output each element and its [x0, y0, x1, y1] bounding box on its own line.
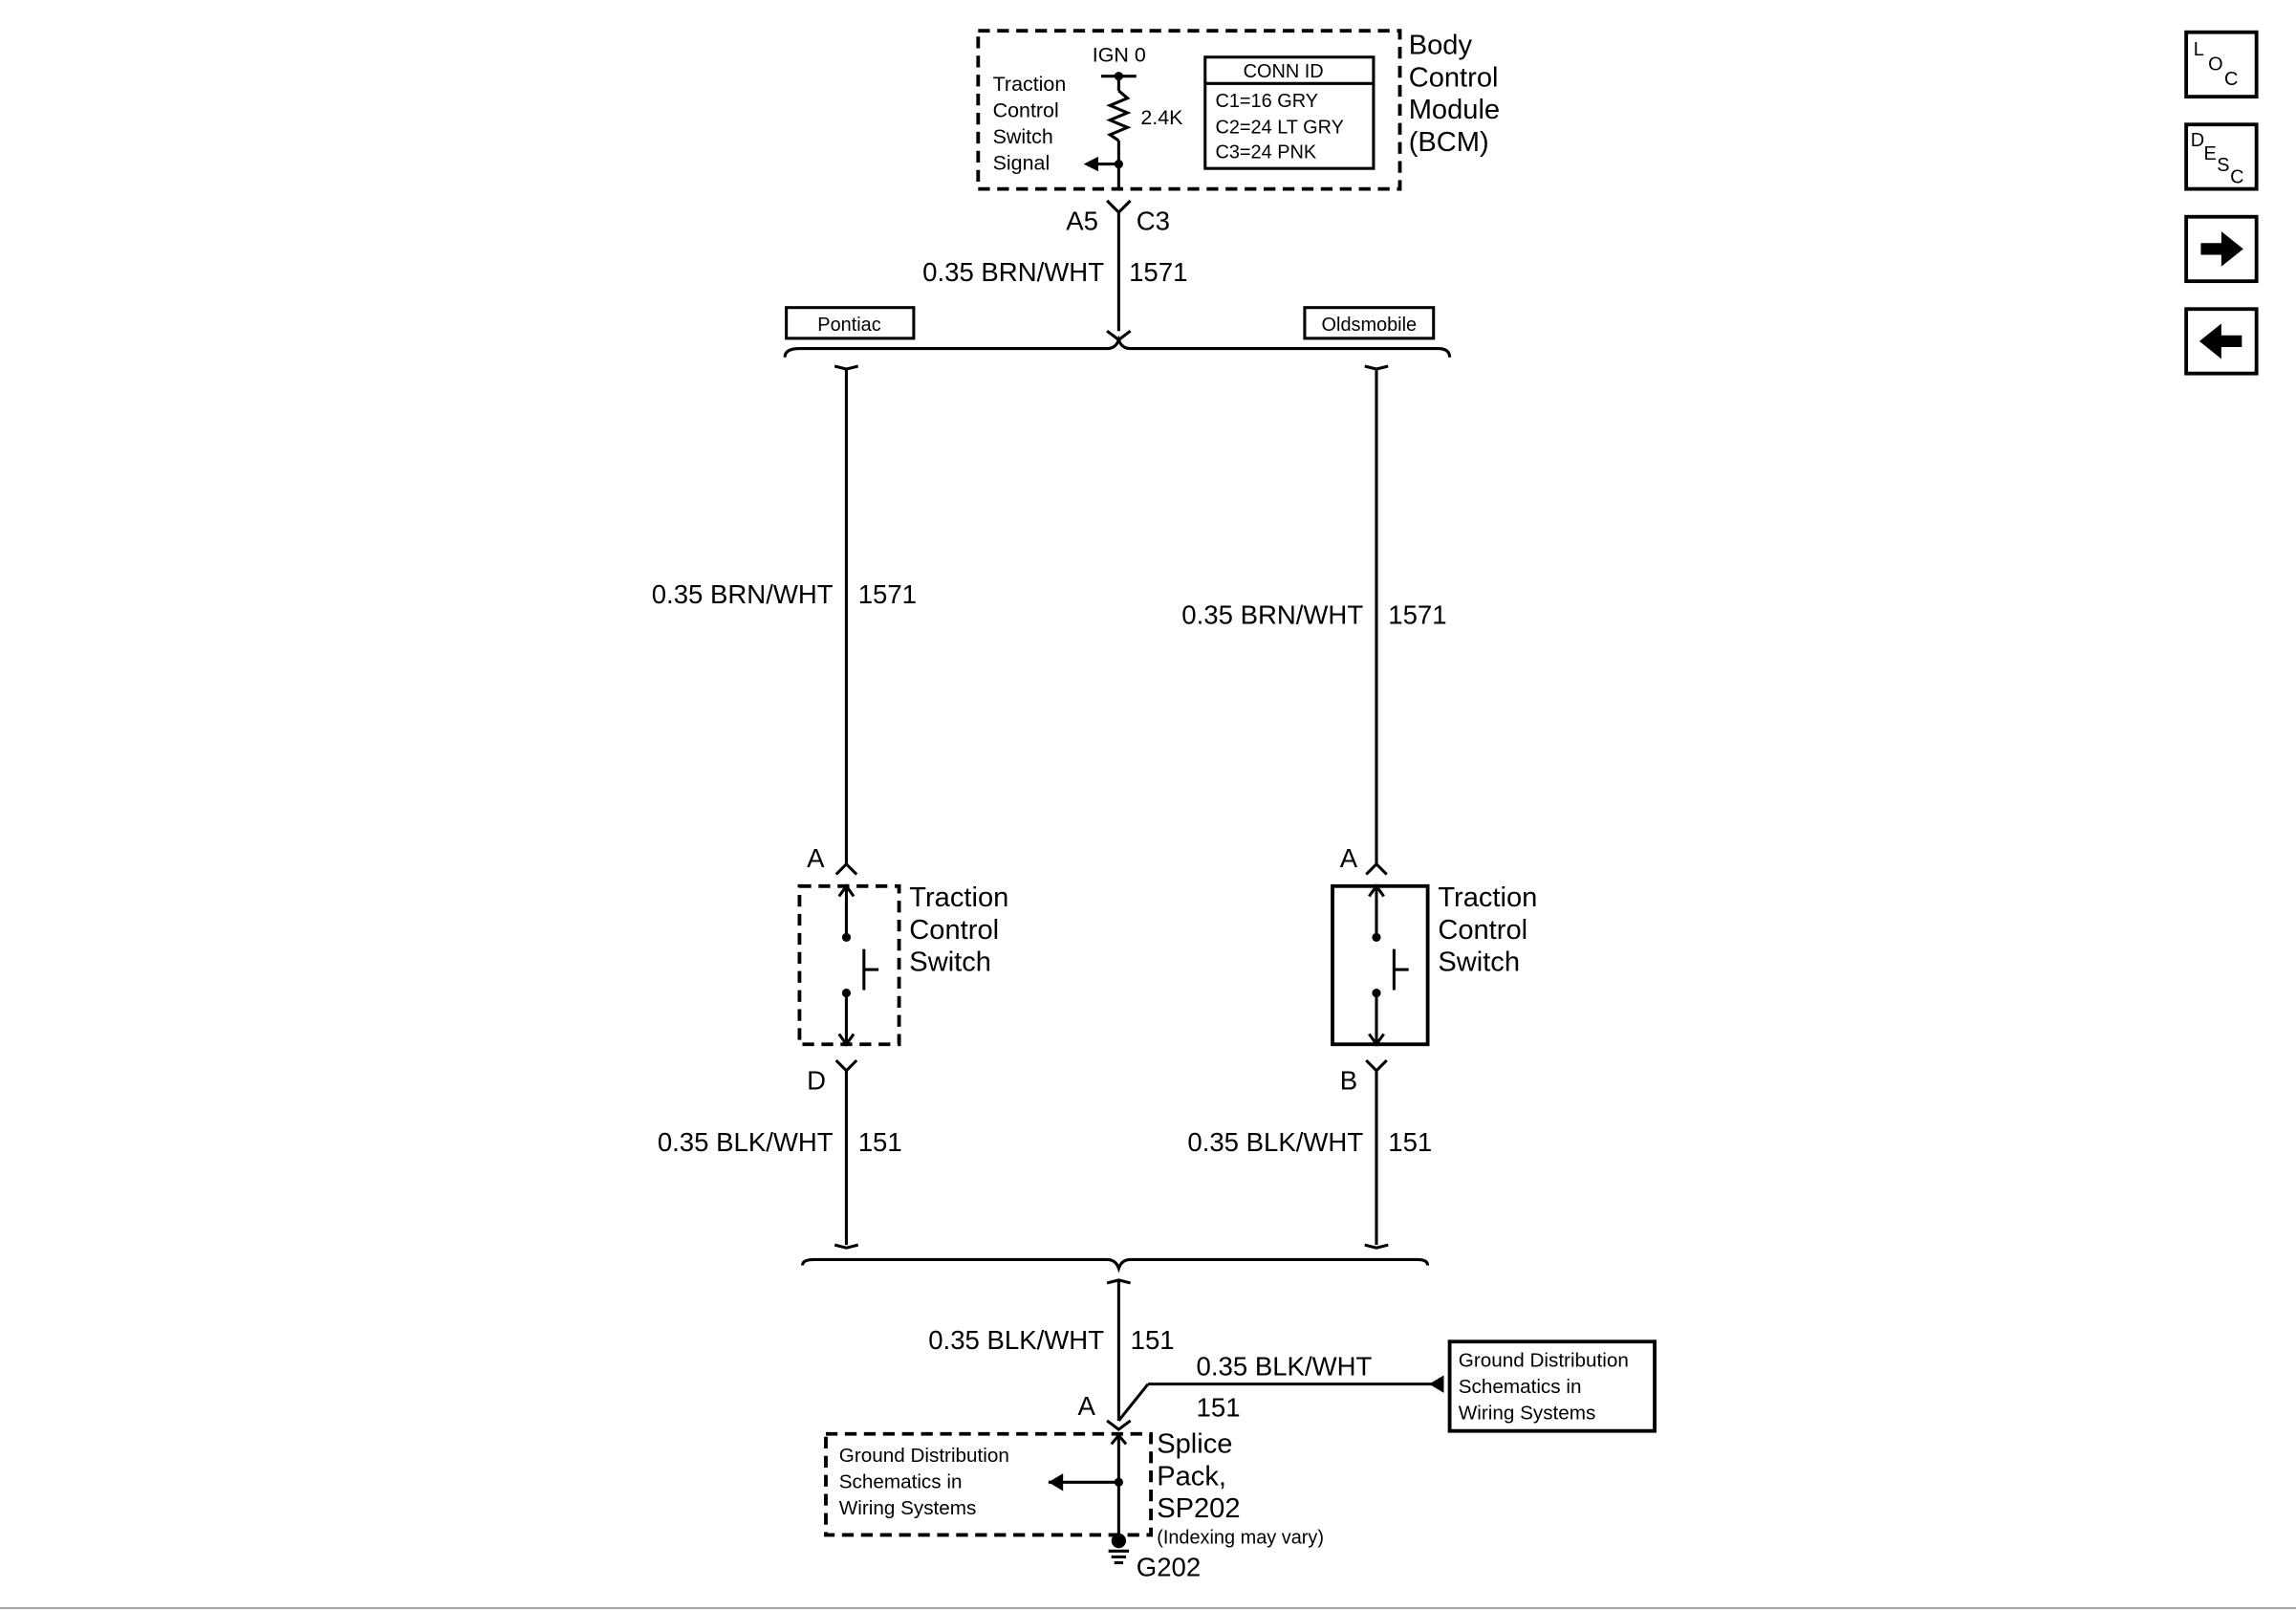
right-switch-pin-bottom: B [1340, 1066, 1357, 1096]
wire-spec: 0.35 BRN/WHT [1181, 600, 1363, 630]
signal-label-line: Traction [993, 73, 1067, 96]
option-pontiac: Pontiac [817, 315, 880, 336]
svg-text:C: C [2224, 69, 2238, 90]
prev-button[interactable] [2184, 307, 2259, 376]
left-switch-name: Switch [909, 947, 991, 978]
ground-ref-box-right [1447, 1339, 1657, 1433]
connector-c3-icon [1106, 199, 1132, 215]
splice-name: SP202 [1157, 1493, 1240, 1524]
ground-symbol-icon [1108, 1549, 1130, 1565]
ground-ref-arrow-icon [1429, 1375, 1444, 1393]
bcm-pin: A5 [1066, 207, 1098, 236]
option-oldsmobile: Oldsmobile [1322, 315, 1418, 336]
signal-arrow-icon [1083, 156, 1098, 172]
option-brace-top [783, 335, 1452, 358]
right-switch-name: Traction [1438, 882, 1537, 913]
wire-spec: 0.35 BLK/WHT [1197, 1351, 1373, 1381]
svg-text:S: S [2217, 155, 2229, 176]
bcm-name-line: (BCM) [1409, 127, 1489, 158]
ground-ref-line: Wiring Systems [1459, 1402, 1596, 1424]
svg-text:C: C [2230, 166, 2243, 187]
left-switch-pin-top: A [807, 843, 825, 873]
option-brace-bottom [800, 1257, 1430, 1274]
svg-text:E: E [2204, 143, 2217, 164]
splice-name: Splice [1157, 1429, 1232, 1460]
splice-note: (Indexing may vary) [1157, 1528, 1324, 1549]
wire-circuit: 1571 [1388, 600, 1446, 630]
wire-spec: 0.35 BLK/WHT [658, 1127, 834, 1157]
option-tag-oldsmobile [1303, 306, 1436, 340]
loc-button[interactable] [2184, 30, 2259, 99]
desc-button[interactable] [2184, 122, 2259, 191]
bcm-connector: C3 [1137, 207, 1170, 236]
signal-label-line: Switch [993, 125, 1053, 148]
resistor-icon [1106, 89, 1132, 142]
wire-circuit: 151 [1131, 1325, 1175, 1355]
signal-label-line: Signal [993, 152, 1051, 175]
conn-id-row: C2=24 LT GRY [1215, 117, 1343, 138]
wire-spec: 0.35 BLK/WHT [1187, 1127, 1363, 1157]
splice-pin: A [1077, 1391, 1095, 1421]
wire-circuit: 1571 [858, 579, 917, 609]
bcm-name-line: Module [1409, 95, 1500, 125]
wire-spec: 0.35 BLK/WHT [928, 1325, 1104, 1355]
conn-id-row: C3=24 PNK [1215, 142, 1316, 163]
bcm-module [976, 29, 1402, 191]
splice-ref-line: Wiring Systems [839, 1497, 977, 1519]
ground-ref-line: Ground Distribution [1459, 1349, 1629, 1371]
ground-ref-line: Schematics in [1459, 1376, 1582, 1398]
desc-icon: D E S C [2191, 130, 2244, 187]
splice-pack-sp202 [824, 1431, 1153, 1541]
conn-id-table [1203, 55, 1375, 170]
resistor-value: 2.4K [1140, 106, 1183, 129]
conn-id-title: CONN ID [1244, 61, 1324, 82]
splice-name: Pack, [1157, 1461, 1226, 1491]
next-button[interactable] [2184, 214, 2259, 284]
splice-ref-line: Ground Distribution [839, 1445, 1009, 1467]
right-switch-name: Control [1438, 915, 1527, 946]
loc-icon: L O C [2194, 39, 2239, 90]
wire-circuit: 1571 [1129, 257, 1187, 287]
signal-label-line: Control [993, 99, 1059, 122]
arrow-right-icon [2200, 231, 2243, 267]
left-traction-control-switch [797, 883, 901, 1047]
bcm-name-line: Control [1409, 62, 1499, 93]
right-traction-control-switch [1331, 883, 1430, 1047]
left-switch-name: Control [909, 915, 999, 946]
wire-circuit: 151 [1388, 1127, 1432, 1157]
right-switch-pin-top: A [1340, 843, 1358, 873]
bcm-name-line: Body [1409, 31, 1473, 61]
svg-text:D: D [2191, 130, 2204, 151]
left-switch-pin-bottom: D [807, 1066, 826, 1096]
ground-node [1111, 1533, 1127, 1549]
wire-circuit: 151 [1197, 1392, 1241, 1422]
wire-spec: 0.35 BRN/WHT [652, 579, 834, 609]
splice-ref-line: Schematics in [839, 1470, 963, 1492]
conn-id-row: C1=16 GRY [1215, 91, 1318, 112]
left-switch-name: Traction [909, 882, 1008, 913]
wire-circuit: 151 [858, 1127, 902, 1157]
wire-spec: 0.35 BRN/WHT [922, 257, 1104, 287]
option-tag-pontiac [785, 306, 916, 340]
svg-text:O: O [2208, 54, 2222, 76]
ground-label: G202 [1137, 1552, 1201, 1581]
right-switch-name: Switch [1438, 947, 1520, 978]
arrow-left-icon [2199, 323, 2242, 359]
ign-label: IGN 0 [1093, 43, 1146, 66]
svg-text:L: L [2194, 39, 2204, 60]
